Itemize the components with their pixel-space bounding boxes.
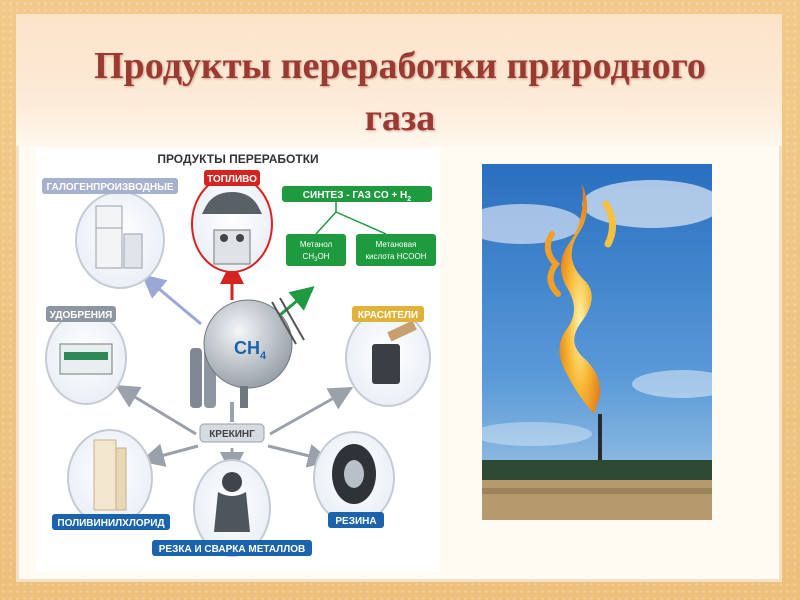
cracking-hub bbox=[199, 423, 265, 443]
arrow-to-pvc bbox=[140, 443, 199, 467]
gas-stove-icon bbox=[213, 229, 251, 265]
welder-icon bbox=[222, 472, 242, 492]
arrow-to-halogen bbox=[141, 274, 202, 326]
methanol-formula-tail: OH bbox=[317, 252, 329, 261]
fridge-icon bbox=[95, 205, 123, 269]
methanol-formula: CH bbox=[303, 252, 315, 261]
synthesis-branch-right bbox=[335, 211, 387, 235]
flare-stack bbox=[598, 414, 602, 500]
slide-title-line-2: газа bbox=[364, 97, 436, 139]
arrow-to-rubber bbox=[267, 444, 332, 468]
methanol-formula-subscript: 3 bbox=[314, 257, 318, 263]
tree-line bbox=[482, 460, 712, 482]
halogen-node: ГАЛОГЕНПРОИЗВОДНЫЕ bbox=[42, 178, 178, 289]
label-synthesis-gas: СИНТЕЗ - ГАЗ CO + H bbox=[303, 190, 407, 201]
synthesis-node: СИНТЕЗ - ГАЗ CO + H2 Метанол CH3OH Метан… bbox=[282, 186, 436, 266]
svg-text:СИНТЕЗ - ГАЗ CO + H2: СИНТЕЗ - ГАЗ CO + H2 bbox=[303, 190, 411, 203]
svg-text:CH3OH: CH3OH bbox=[303, 252, 330, 263]
gas-flare-image bbox=[462, 164, 732, 520]
title-band bbox=[16, 14, 782, 146]
gas-tank-illustration: CH4 bbox=[190, 297, 305, 408]
methane-formula-subscript: 4 bbox=[260, 350, 267, 362]
cloud bbox=[632, 370, 732, 398]
cloud bbox=[582, 180, 722, 228]
label-rubber: РЕЗИНА bbox=[335, 516, 376, 527]
cracking-hub-label: КРЕКИНГ bbox=[209, 429, 255, 440]
formic-acid-line-1: Метановая bbox=[376, 240, 417, 249]
label-cutting: РЕЗКА И СВАРКА МЕТАЛЛОВ bbox=[159, 544, 305, 555]
slide-title-line-1: Продукты переработки природного bbox=[94, 45, 706, 87]
arrow-to-fertilizer bbox=[114, 384, 197, 436]
aerosol-can-icon bbox=[123, 233, 143, 269]
gas-flare-photo bbox=[462, 164, 732, 520]
diagram-panel: ПРОДУКТЫ ПЕРЕРАБОТКИ CH4 КРЕКИНГ ГАЛОГЕН… bbox=[36, 148, 440, 572]
svg-text:CH4: CH4 bbox=[234, 338, 267, 362]
cloud bbox=[472, 422, 592, 446]
paint-can-icon bbox=[372, 344, 400, 384]
fuel-node: ТОПЛИВО bbox=[191, 170, 273, 273]
processing-diagram: ПРОДУКТЫ ПЕРЕРАБОТКИ CH4 КРЕКИНГ ГАЛОГЕН… bbox=[42, 152, 436, 557]
pvc-roll-icon bbox=[93, 439, 117, 511]
formic-acid-line-2: кислота HCOOH bbox=[365, 252, 426, 261]
fertilizer-node: УДОБРЕНИЯ bbox=[45, 306, 127, 405]
methane-formula: CH bbox=[234, 338, 260, 358]
methanol-line-1: Метанол bbox=[300, 240, 333, 249]
slide-title: Продукты переработки природного газа bbox=[40, 40, 760, 144]
label-fuel: ТОПЛИВО bbox=[207, 174, 257, 185]
label-synthesis-gas-subscript: 2 bbox=[407, 196, 411, 203]
rubber-node: РЕЗИНА bbox=[313, 431, 395, 528]
label-dyes: КРАСИТЕЛИ bbox=[358, 310, 418, 321]
cutting-node: РЕЗКА И СВАРКА МЕТАЛЛОВ bbox=[152, 459, 312, 557]
label-fertilizer: УДОБРЕНИЯ bbox=[50, 310, 113, 321]
car-icon bbox=[202, 192, 262, 214]
paint-brush-icon bbox=[387, 320, 417, 342]
diagram-heading: ПРОДУКТЫ ПЕРЕРАБОТКИ bbox=[157, 152, 318, 166]
ground bbox=[482, 480, 712, 520]
pvc-node: ПОЛИВИНИЛХЛОРИД bbox=[52, 429, 170, 530]
arrow-to-dyes bbox=[269, 387, 354, 436]
label-pvc: ПОЛИВИНИЛХЛОРИД bbox=[57, 518, 164, 529]
label-halogen: ГАЛОГЕНПРОИЗВОДНЫЕ bbox=[46, 182, 173, 193]
synthesis-branch-left bbox=[315, 211, 337, 235]
dyes-node: КРАСИТЕЛИ bbox=[345, 306, 431, 407]
flame-icon bbox=[544, 184, 616, 414]
